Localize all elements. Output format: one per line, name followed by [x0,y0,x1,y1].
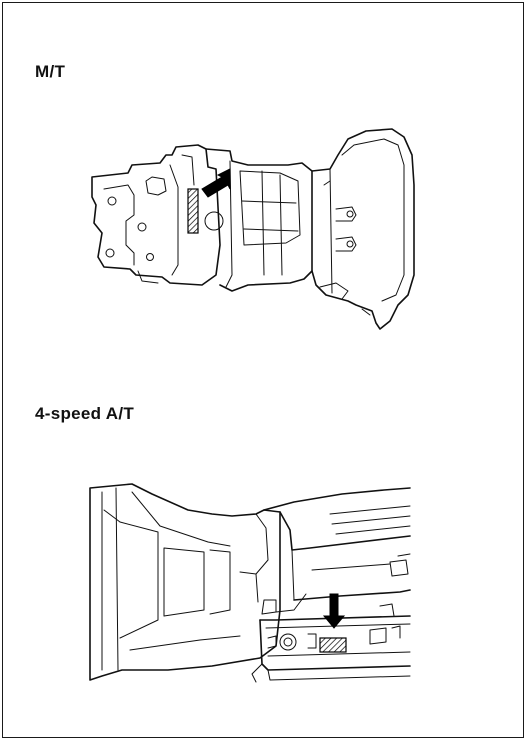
at-transmission-drawing [89,483,411,683]
mt-transmission-drawing [91,128,415,330]
pointer-arrow-icon [322,593,346,629]
at-section-label: 4-speed A/T [35,404,135,423]
mt-section-label: M/T [35,62,66,81]
pointer-arrow-icon [201,168,231,198]
